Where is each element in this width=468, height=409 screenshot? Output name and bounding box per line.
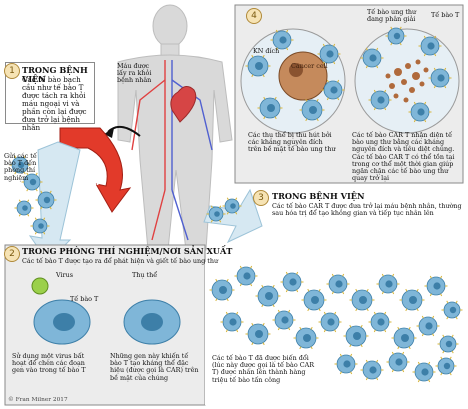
- step3-number: 3: [253, 190, 269, 206]
- virus-label: Virus: [56, 271, 73, 279]
- step4-number: 4: [246, 8, 262, 24]
- step1-text: Các tế bào bạch cầu như tế bào T được tá…: [22, 75, 87, 133]
- t-cell-icon: [435, 356, 457, 376]
- step4-caption-left: Các thụ thể bị thu hút bởi các kháng ngu…: [248, 131, 336, 154]
- step2-number: 2: [4, 246, 20, 262]
- t-cell-icon: [35, 190, 57, 210]
- cells-return-arrow: [203, 188, 263, 244]
- t-cell-icon: [385, 26, 407, 46]
- t-cell-icon: [321, 79, 345, 101]
- t-cell-icon: [30, 217, 50, 235]
- t-cell-icon: [349, 288, 375, 312]
- t-cell-icon: [412, 361, 436, 383]
- step1-title: TRONG BỆNH VIỆN: [22, 65, 88, 85]
- t-cell-icon: [293, 326, 319, 350]
- heart-icon: [170, 86, 197, 123]
- t-cell-icon: [318, 311, 342, 333]
- t-cell-icon: [245, 322, 271, 346]
- t-cell-icon: [360, 47, 384, 69]
- step4-caption-right: Các tế bào CAR T nhận diện tế bào ung th…: [352, 131, 455, 183]
- t-cell-icon: [441, 300, 463, 320]
- t-cell-icon: [360, 359, 384, 381]
- t-cell-icon: [376, 273, 400, 295]
- t-cell-icon: [416, 315, 440, 337]
- t-cell-icon: [343, 324, 369, 348]
- t-cell-icon: [326, 273, 350, 295]
- step2-caption-a: Sử dụng một virus bất hoạt để chèn các đ…: [12, 352, 86, 375]
- t-cell-icon: [14, 199, 34, 217]
- t-cell-icon: [272, 309, 296, 331]
- t-cell-icon: [270, 29, 294, 51]
- t-cell-icon: [222, 197, 242, 215]
- step1-box: 1 TRONG BỆNH VIỆN Các tế bào bạch cầu nh…: [4, 62, 95, 132]
- step4-tcell-label: Tế bào T: [431, 11, 460, 19]
- t-cell-icon: [206, 205, 226, 223]
- t-cell-icon: [334, 353, 358, 375]
- t-cell-icon: [418, 35, 442, 57]
- t-cell-icon: [437, 334, 459, 354]
- t-cell-icon: [209, 278, 235, 302]
- dying-cancer-label: Tế bào ung thư đang phân giải: [367, 8, 417, 24]
- t-cell-icon: [255, 284, 281, 308]
- t-cell-icon: [245, 54, 271, 78]
- t-cell-icon: [220, 311, 244, 333]
- credit-label: © Fran Milner 2017: [8, 397, 68, 403]
- t-cell-icon: [368, 89, 392, 111]
- step3-text: Các tế bào CAR T được đưa trở lại máu bệ…: [272, 202, 462, 218]
- t-cell-icon: [234, 265, 258, 287]
- blood-arrow: [59, 127, 132, 213]
- human-silhouette: [117, 4, 233, 251]
- t-cell-icon: [317, 43, 341, 65]
- antigen-label: KN đích: [253, 47, 280, 55]
- t-cell-icon: [399, 288, 425, 312]
- cancer-cell-label: Cancer cell: [291, 62, 328, 70]
- send-cells-label: Gửi các tế bào T đến phòng thí nghiệm: [4, 152, 37, 182]
- tcell-label: Tế bào T: [70, 295, 99, 303]
- t-cell-icon: [257, 96, 283, 120]
- t-cell-icon: [21, 172, 43, 192]
- step2-subtitle: Các tế bào T được tạo ra để phát hiện và…: [22, 257, 219, 265]
- receptor-label: Thụ thể: [132, 271, 158, 279]
- t-cell-icon: [424, 275, 448, 297]
- t-cell-icon: [368, 311, 392, 333]
- t-cell-icon: [301, 288, 327, 312]
- t-cell-icon: [391, 326, 417, 350]
- t-cell-icon: [428, 67, 452, 89]
- blood-vessels: [131, 60, 213, 241]
- t-cell-icon: [9, 155, 31, 175]
- t-cell-icon: [280, 271, 304, 293]
- blood-draw-arrow: [107, 125, 141, 137]
- t-cell-icon: [386, 351, 410, 373]
- blood-draw-label: Máu được lấy ra khỏi bệnh nhân: [117, 62, 152, 85]
- step1-number: 1: [4, 63, 20, 79]
- step2-title: TRONG PHÒNG THÍ NGHIỆM/NƠI SẢN XUẤT: [22, 246, 233, 256]
- step2-caption-c: Các tế bào T đã được biến đổi (lúc này đ…: [212, 354, 315, 384]
- blood-arrow-label: Blood: [78, 179, 99, 187]
- step2-caption-b: Những gen này khiến tế bào T tạo kháng t…: [110, 352, 199, 382]
- t-cell-icon: [408, 101, 432, 123]
- t-cell-icon: [299, 98, 325, 122]
- step3-title: TRONG BỆNH VIỆN: [272, 191, 365, 201]
